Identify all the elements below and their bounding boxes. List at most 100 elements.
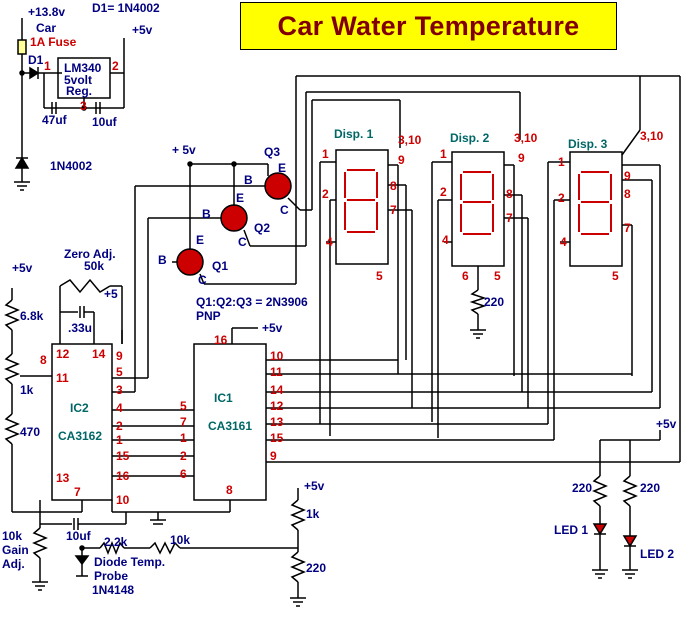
disp2-resistor: 220 xyxy=(484,295,504,309)
fuse xyxy=(17,39,27,55)
ic1-right-13: 13 xyxy=(270,415,284,429)
transistor-q1 xyxy=(176,248,204,276)
right-divider xyxy=(290,488,306,607)
ic1-right-14: 14 xyxy=(270,383,284,397)
left-network xyxy=(4,278,123,512)
plus5-top: +5v xyxy=(132,23,153,37)
gain-label: 10k xyxy=(2,529,22,543)
disp2-label: Disp. 2 xyxy=(450,131,490,145)
ic2-pin15: 15 xyxy=(116,449,130,463)
disp3-p1: 1 xyxy=(558,155,565,169)
disp2-p5: 5 xyxy=(494,269,501,283)
ic1-part: CA3161 xyxy=(208,419,252,433)
ic1-name: IC1 xyxy=(214,391,233,405)
disp2-p9: 9 xyxy=(518,151,525,165)
left-r1: 6.8k xyxy=(20,309,44,323)
ic2-pin4: 4 xyxy=(116,401,123,415)
diode-d1 xyxy=(29,66,40,80)
q1-e: E xyxy=(196,233,204,247)
d1-label: D1 xyxy=(28,53,44,67)
ic2-pin10: 10 xyxy=(116,493,130,507)
led-section xyxy=(592,430,661,579)
ic2-pin8: 8 xyxy=(40,353,47,367)
ic-wiring xyxy=(12,75,681,525)
ic1-left-6: 6 xyxy=(180,467,187,481)
led-r1: 220 xyxy=(572,481,592,495)
gain-probe xyxy=(32,500,298,591)
ic2-pin13: 13 xyxy=(56,471,70,485)
ic2-pin2: 2 xyxy=(116,419,123,433)
ic2-pin16: 16 xyxy=(116,469,130,483)
ic2-pin14: 14 xyxy=(92,347,106,361)
divider-r2: 220 xyxy=(306,561,326,575)
divider-plus5: +5v xyxy=(304,479,325,493)
reg-pin3: 3 xyxy=(80,99,87,113)
q1-b: B xyxy=(158,253,167,267)
led1-label: LED 1 xyxy=(554,523,588,537)
ic1-pin8: 8 xyxy=(226,483,233,497)
zero-adj-plus5: +5 xyxy=(104,287,118,301)
led-2 xyxy=(622,535,638,548)
disp3-p2: 2 xyxy=(558,191,565,205)
disp1-pins-top: 3,10 xyxy=(398,133,422,147)
q3-e: E xyxy=(278,161,286,175)
ic1-right-10: 10 xyxy=(270,349,284,363)
ic1-left-2: 2 xyxy=(180,449,187,463)
disp1-p1: 1 xyxy=(322,147,329,161)
ic2-pin3: 3 xyxy=(116,383,123,397)
q2-b: B xyxy=(202,207,211,221)
transistor-q2 xyxy=(220,204,248,232)
supply-label: +13.8v xyxy=(28,5,65,19)
regulator-line3: Reg. xyxy=(66,84,92,98)
disp1-label: Disp. 1 xyxy=(334,127,374,141)
disp3-p4: 4 xyxy=(560,235,567,249)
disp2-p4: 4 xyxy=(442,233,449,247)
q1-c: C xyxy=(198,273,207,287)
ic1-right-15: 15 xyxy=(270,431,284,445)
disp2-p8: 8 xyxy=(506,187,513,201)
plus5-transistors: + 5v xyxy=(172,143,196,157)
cap-10uf: 10uf xyxy=(92,115,118,129)
ic2-pin5: 5 xyxy=(116,365,123,379)
q3-c: C xyxy=(280,203,289,217)
ic2-pin11: 11 xyxy=(56,371,69,385)
disp1-p5: 5 xyxy=(376,269,383,283)
ic2-pin12: 12 xyxy=(56,347,70,361)
transistor-note2: PNP xyxy=(196,309,221,323)
disp3-p7: 7 xyxy=(624,221,631,235)
car-label: Car xyxy=(36,21,56,35)
disp1-p2: 2 xyxy=(322,187,329,201)
d1-note: D1= 1N4002 xyxy=(92,1,160,15)
disp2-p6: 6 xyxy=(462,269,469,283)
ic1-pin16: 16 xyxy=(214,333,228,347)
zero-adj-value: 50k xyxy=(84,259,104,273)
led2-label: LED 2 xyxy=(640,547,674,561)
reg-pin1: 1 xyxy=(44,59,51,73)
page-title: Car Water Temperature xyxy=(277,10,580,41)
q2-c: C xyxy=(238,235,247,249)
diode-1n4002 xyxy=(14,156,30,169)
reg-pin2: 2 xyxy=(112,59,119,73)
disp3-pins-top: 3,10 xyxy=(640,129,664,143)
q2-e: E xyxy=(236,191,244,205)
display-2 xyxy=(451,151,505,267)
left-pot: 1k xyxy=(20,383,34,397)
q3-b: B xyxy=(244,173,253,187)
ic2-pin9: 9 xyxy=(116,349,123,363)
led-plus5: +5v xyxy=(656,417,677,431)
display-3 xyxy=(569,151,623,267)
ic2-name: IC2 xyxy=(70,401,89,415)
ic2-part: CA3162 xyxy=(58,429,102,443)
transistor-note: Q1:Q2:Q3 = 2N3906 xyxy=(196,295,308,309)
cap-47uf: 47uf xyxy=(42,113,68,127)
regulator-line2: 5volt xyxy=(64,73,92,87)
diode-bottom-label: 1N4002 xyxy=(50,159,92,173)
disp2-p2: 2 xyxy=(440,185,447,199)
fuse-label: 1A Fuse xyxy=(30,35,77,49)
regulator-name: LM340 xyxy=(64,61,102,75)
disp1-p9: 9 xyxy=(398,153,405,167)
probe-label3: 1N4148 xyxy=(92,583,134,597)
divider-r1: 1k xyxy=(306,507,320,521)
zero-adj-label: Zero Adj. xyxy=(64,247,116,261)
